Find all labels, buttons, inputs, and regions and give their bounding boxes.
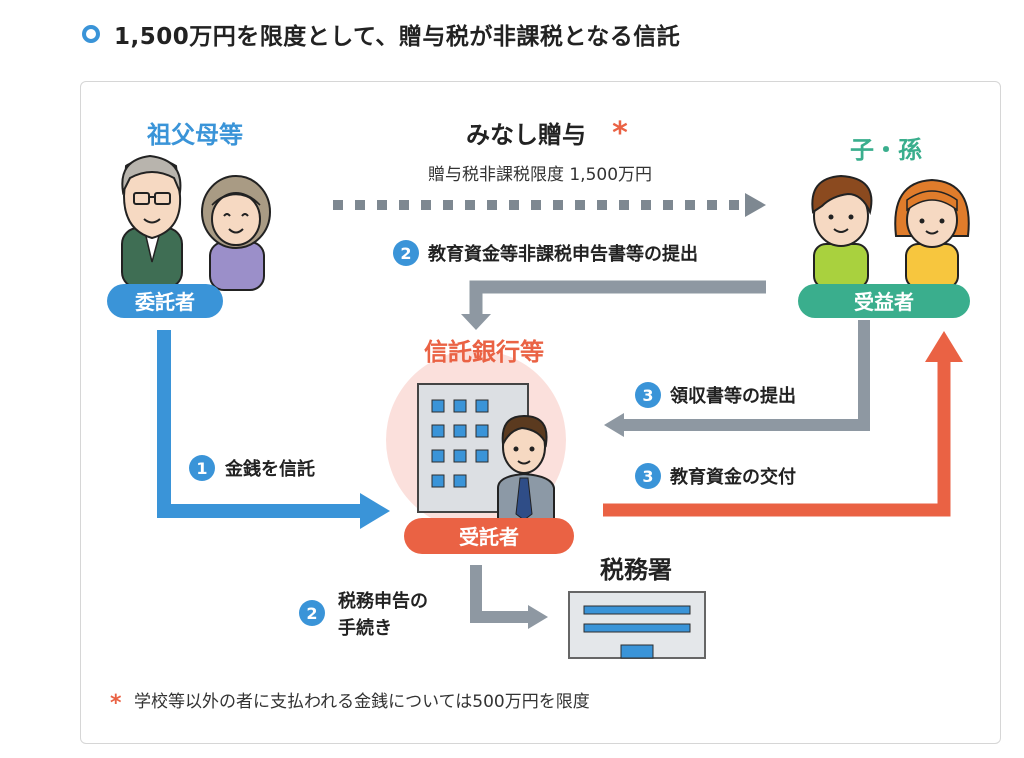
step3b-badge: 3 [642, 467, 653, 486]
deemed-gift-title: みなし贈与 [466, 121, 586, 149]
money-trust-arrow [157, 330, 390, 529]
step2b-text-line2: 手続き [338, 617, 392, 639]
beneficiary-pill: 受益者 [798, 284, 970, 318]
grandparents-illustration [121, 154, 271, 291]
trustor-role-label: 委託者 [134, 290, 195, 314]
bank-label: 信託銀行等 [424, 338, 544, 366]
grandparents-label: 祖父母等 [147, 121, 243, 149]
trustee-pill: 受託者 [404, 518, 574, 554]
ring-bullet-icon [82, 25, 100, 43]
footnote-text: 学校等以外の者に支払われる金銭については500万円を限度 [134, 692, 590, 712]
trustor-pill: 委託者 [107, 284, 223, 318]
receipts-arrow [604, 320, 870, 437]
funds-delivery-arrow [603, 331, 963, 517]
tax-office-label: 税務署 [600, 556, 672, 584]
trustee-role-label: 受託者 [459, 525, 519, 549]
step2-text: 教育資金等非課税申告書等の提出 [428, 243, 698, 265]
step3-receipts-label: 3 領収書等の提出 [635, 382, 796, 408]
tax-office-building-icon [568, 591, 706, 659]
tax-filing-arrow [470, 565, 548, 629]
step2-submission-label: 2 教育資金等非課税申告書等の提出 [393, 240, 698, 266]
submission-arrow [461, 280, 766, 330]
bank-illustration [386, 350, 566, 530]
step3-funds-label: 3 教育資金の交付 [635, 463, 796, 489]
footnote: * 学校等以外の者に支払われる金銭については500万円を限度 [110, 691, 590, 716]
step2-badge: 2 [400, 244, 411, 263]
footnote-asterisk: * [110, 691, 122, 716]
step1-badge: 1 [196, 459, 207, 478]
section-title: 1,500万円を限度として、贈与税が非課税となる信託 [114, 24, 681, 50]
children-illustration [811, 174, 970, 289]
deemed-gift-limit: 贈与税非課税限度 1,500万円 [428, 165, 652, 185]
step3a-text: 領収書等の提出 [670, 385, 796, 407]
section-heading: 1,500万円を限度として、贈与税が非課税となる信託 [82, 18, 680, 50]
step2b-text-line1: 税務申告の [338, 590, 428, 612]
deemed-gift-asterisk: * [612, 116, 628, 151]
step1-text: 金銭を信託 [224, 458, 315, 480]
step2b-badge: 2 [306, 604, 317, 623]
children-label: 子・孫 [850, 136, 922, 164]
step2-tax-filing-label: 2 税務申告の 手続き [299, 590, 428, 639]
step3b-text: 教育資金の交付 [670, 466, 796, 488]
step3a-badge: 3 [642, 386, 653, 405]
deemed-gift-arrow [333, 193, 766, 217]
beneficiary-role-label: 受益者 [854, 290, 914, 314]
step1-label: 1 金銭を信託 [189, 455, 315, 481]
